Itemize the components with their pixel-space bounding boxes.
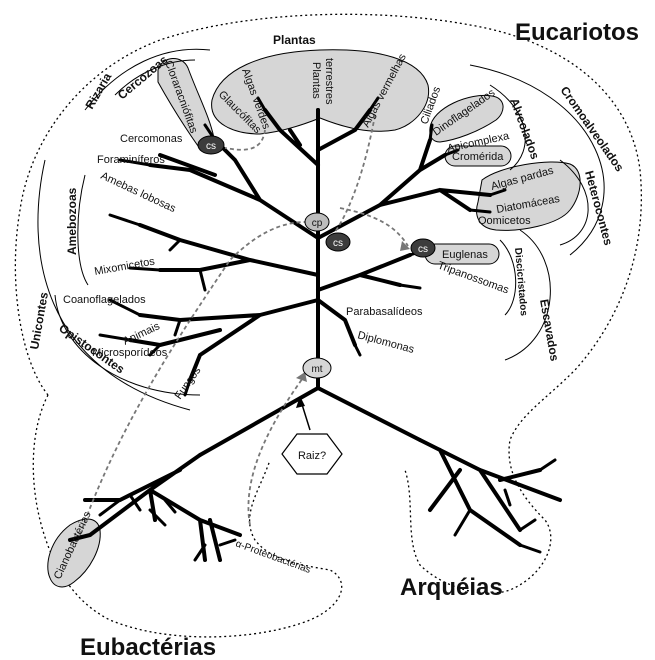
oomicetos-label: Oomicetos xyxy=(478,215,531,227)
plantas-terrestres-label-2: terrestres xyxy=(323,58,335,105)
escavados-group-label: Escavados xyxy=(537,298,562,363)
foraminiferos-label: Foraminíferos xyxy=(97,154,165,166)
cromoalveolados-group-label: Cromoalveolados xyxy=(558,84,627,175)
cs-marker-rizaria-label: cs xyxy=(206,141,216,152)
parabasalideos-label: Parabasalídeos xyxy=(346,306,423,318)
euglena-arrowhead xyxy=(400,241,410,251)
eubacterias-title: Eubactérias xyxy=(80,634,216,660)
plantas-group-label: Plantas xyxy=(273,33,316,47)
root-pointer: Raiz? xyxy=(282,396,342,474)
mixomicetos-label: Mixomicetos xyxy=(93,255,156,278)
arqueias-title: Arquéias xyxy=(400,574,503,601)
cs-marker-chromalveolates-label: cs xyxy=(333,238,343,249)
mt-marker-label: mt xyxy=(311,364,322,375)
cs-marker-euglena-label: cs xyxy=(418,244,428,255)
root-label: Raiz? xyxy=(298,450,326,462)
cromerida-label: Cromérida xyxy=(452,151,504,163)
amebozoas-arc xyxy=(78,175,88,285)
proteobacterias-label: α-Proteobactérias xyxy=(234,538,312,575)
amebas-lobosas-label: Amebas lobosas xyxy=(99,170,178,215)
cercomonas-label: Cercomonas xyxy=(120,133,183,145)
unicontes-group-label: Unicontes xyxy=(27,291,51,351)
heterocontes-group-label: Heterocontes xyxy=(582,169,615,247)
coanoflagelados-label: Coanoflagelados xyxy=(63,294,146,306)
plantas-terrestres-label-1: Plantas xyxy=(310,62,322,99)
secondary-plastid-arrow-2 xyxy=(335,115,375,232)
alveolados-group-label: Alveolados xyxy=(507,96,542,161)
rizaria-group-label: Rizaria xyxy=(82,70,114,111)
amebozoas-group-label: Amebozoas xyxy=(65,187,79,255)
diplomonas-label: Diplomonas xyxy=(356,329,416,356)
discicristados-group-label: Discicristados xyxy=(512,247,529,316)
cp-marker-label: cp xyxy=(312,218,323,229)
fungos-label: Fungos xyxy=(173,364,204,401)
euglenas-label: Euglenas xyxy=(442,249,488,261)
eucariotos-title: Eucariotos xyxy=(515,19,639,46)
microsporideos-label: Microsporídeos xyxy=(92,347,168,359)
amebozoas-branch xyxy=(140,225,318,275)
opistocontes-branch xyxy=(130,300,318,380)
tripanossomas-label: Tripanossomas xyxy=(436,260,511,297)
archaea-branch xyxy=(420,440,560,545)
